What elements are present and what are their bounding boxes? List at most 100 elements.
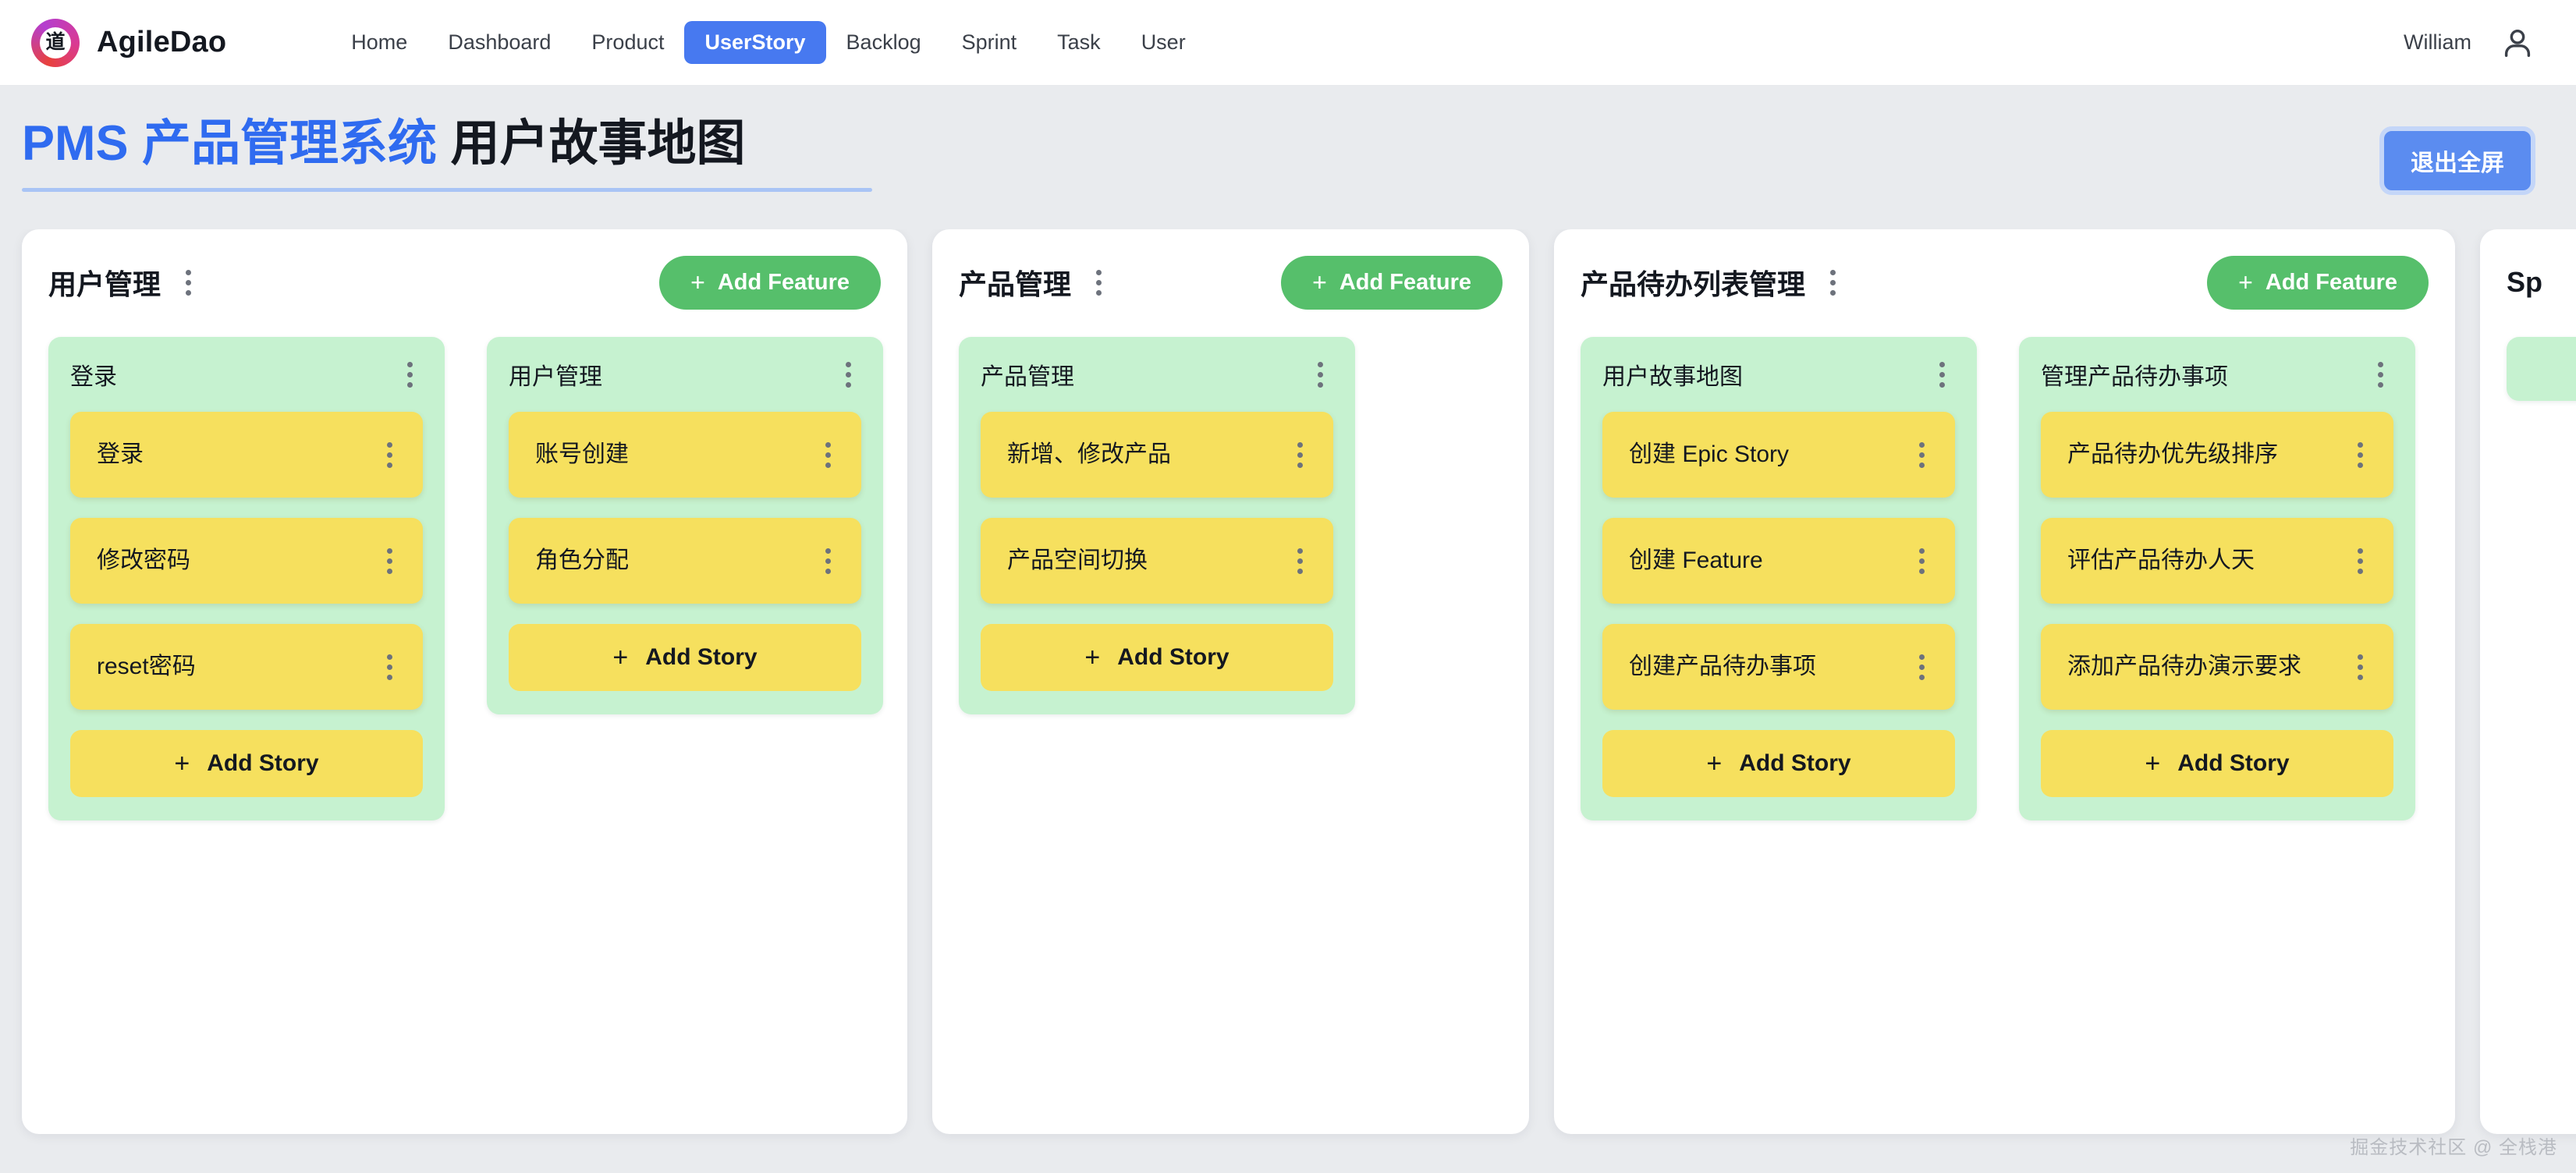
story-card[interactable]: 产品待办优先级排序 [2041,412,2393,498]
feature-title: 管理产品待办事项 [2041,364,2228,390]
story-menu-icon[interactable] [814,438,841,472]
nav-item-home[interactable]: Home [351,30,408,54]
story-card[interactable]: 修改密码 [70,518,423,604]
feature-card: 用户管理 账号创建 角色分配 + [487,337,883,714]
epic-column: 产品待办列表管理 + Add Feature 用户故事地图 创建 Epic St… [1554,229,2455,1134]
plus-icon: + [2238,268,2253,296]
story-card[interactable]: 评估产品待办人天 [2041,518,2393,604]
story-title: 登录 [97,441,144,467]
add-story-button[interactable]: + Add Story [981,624,1333,691]
epic-title: 产品管理 [959,268,1072,300]
nav-item-sprint[interactable]: Sprint [961,30,1017,54]
epic-menu-icon[interactable] [1085,265,1112,299]
story-menu-icon[interactable] [2347,438,2373,472]
feature-header: 管理产品待办事项 [2041,357,2393,392]
story-menu-icon[interactable] [1908,544,1935,578]
story-card[interactable]: 创建产品待办事项 [1602,624,1955,710]
story-card[interactable]: 创建 Epic Story [1602,412,1955,498]
nav-item-user[interactable]: User [1141,30,1186,54]
brand-logo[interactable]: 道 AgileDao [31,18,227,67]
exit-fullscreen-button[interactable]: 退出全屏 [2379,126,2535,195]
feature-card: 管理产品待办事项 产品待办优先级排序 评估产品待办人天 [2019,337,2415,820]
feature-row: 产品管理 新增、修改产品 产品空间切换 + [959,337,1503,714]
add-story-label: Add Story [1117,644,1229,670]
nav-item-product[interactable]: Product [591,30,665,54]
title-underline-rule [22,188,872,193]
story-menu-icon[interactable] [1908,650,1935,684]
feature-menu-icon[interactable] [1928,357,1955,392]
epic-menu-icon[interactable] [1819,265,1846,299]
epic-column: 产品管理 + Add Feature 产品管理 新增、修改产品 [932,229,1529,1134]
brand-name: AgileDao [97,26,227,58]
story-menu-icon[interactable] [1286,438,1313,472]
feature-menu-icon[interactable] [396,357,423,392]
feature-card: 用户故事地图 创建 Epic Story 创建 Feature [1581,337,1977,820]
story-card[interactable]: 角色分配 [509,518,861,604]
story-card[interactable]: 登录 [70,412,423,498]
story-map-board: 用户管理 + Add Feature 登录 登录 [0,229,2576,1150]
story-card[interactable]: 添加产品待办演示要求 [2041,624,2393,710]
plus-icon: + [2145,749,2161,778]
epic-column: Sp [2480,229,2576,1134]
add-story-button[interactable]: + Add Story [70,730,423,797]
plus-icon: + [1084,643,1101,672]
page-title-wrap: PMS 产品管理系统 用户故事地图 [22,116,2379,193]
page-header: PMS 产品管理系统 用户故事地图 退出全屏 [0,86,2576,195]
story-card[interactable]: 创建 Feature [1602,518,1955,604]
story-menu-icon[interactable] [2347,650,2373,684]
story-card[interactable]: 产品空间切换 [981,518,1333,604]
add-feature-button[interactable]: + Add Feature [2207,255,2429,310]
epic-header: 用户管理 + Add Feature [48,253,881,312]
story-card[interactable]: reset密码 [70,624,423,710]
story-menu-icon[interactable] [2347,544,2373,578]
watermark: 掘金技术社区 @ 全栈港 [2350,1137,2557,1158]
add-feature-button[interactable]: + Add Feature [659,255,881,310]
feature-title: 登录 [70,364,117,390]
add-feature-label: Add Feature [1339,269,1471,295]
nav-item-backlog[interactable]: Backlog [846,30,921,54]
story-title: 添加产品待办演示要求 [2067,653,2301,679]
add-story-button[interactable]: + Add Story [509,624,861,691]
feature-row: 用户故事地图 创建 Epic Story 创建 Feature [1581,337,2429,820]
story-menu-icon[interactable] [1908,438,1935,472]
nav-item-task[interactable]: Task [1057,30,1101,54]
logo-dao-glyph: 道 [40,27,71,58]
story-list: 产品待办优先级排序 评估产品待办人天 添加产品待办演示要求 + [2041,412,2393,797]
feature-header: 用户管理 [509,357,861,392]
feature-menu-icon[interactable] [2367,357,2393,392]
story-menu-icon[interactable] [376,438,403,472]
plus-icon: + [612,643,629,672]
main-nav: Home Dashboard Product UserStory Backlog… [331,21,1205,64]
feature-menu-icon[interactable] [1307,357,1333,392]
epic-title: Sp [2507,266,2543,298]
plus-icon: + [174,749,190,778]
story-card[interactable]: 账号创建 [509,412,861,498]
nav-user-area: William [2404,25,2535,61]
add-story-button[interactable]: + Add Story [2041,730,2393,797]
epic-header: Sp [2507,253,2576,312]
page-title-rest: 用户故事地图 [437,116,746,171]
epic-header: 产品待办列表管理 + Add Feature [1581,253,2429,312]
story-title: 修改密码 [97,547,190,573]
add-story-label: Add Story [645,644,758,670]
feature-card [2507,337,2576,401]
feature-menu-icon[interactable] [835,357,861,392]
user-avatar-icon[interactable] [2500,25,2535,61]
epic-menu-icon[interactable] [175,265,201,299]
story-menu-icon[interactable] [376,544,403,578]
story-menu-icon[interactable] [376,650,403,684]
feature-title: 用户故事地图 [1602,364,1743,390]
user-name-label: William [2404,30,2471,54]
add-feature-button[interactable]: + Add Feature [1281,255,1503,310]
story-menu-icon[interactable] [1286,544,1313,578]
add-story-button[interactable]: + Add Story [1602,730,1955,797]
story-card[interactable]: 新增、修改产品 [981,412,1333,498]
feature-card: 产品管理 新增、修改产品 产品空间切换 + [959,337,1355,714]
add-story-label: Add Story [207,750,319,776]
nav-item-dashboard[interactable]: Dashboard [448,30,552,54]
nav-item-userstory[interactable]: UserStory [684,21,826,64]
story-menu-icon[interactable] [814,544,841,578]
story-title: 产品待办优先级排序 [2067,441,2278,467]
feature-card: 登录 登录 修改密码 reset密码 [48,337,445,820]
